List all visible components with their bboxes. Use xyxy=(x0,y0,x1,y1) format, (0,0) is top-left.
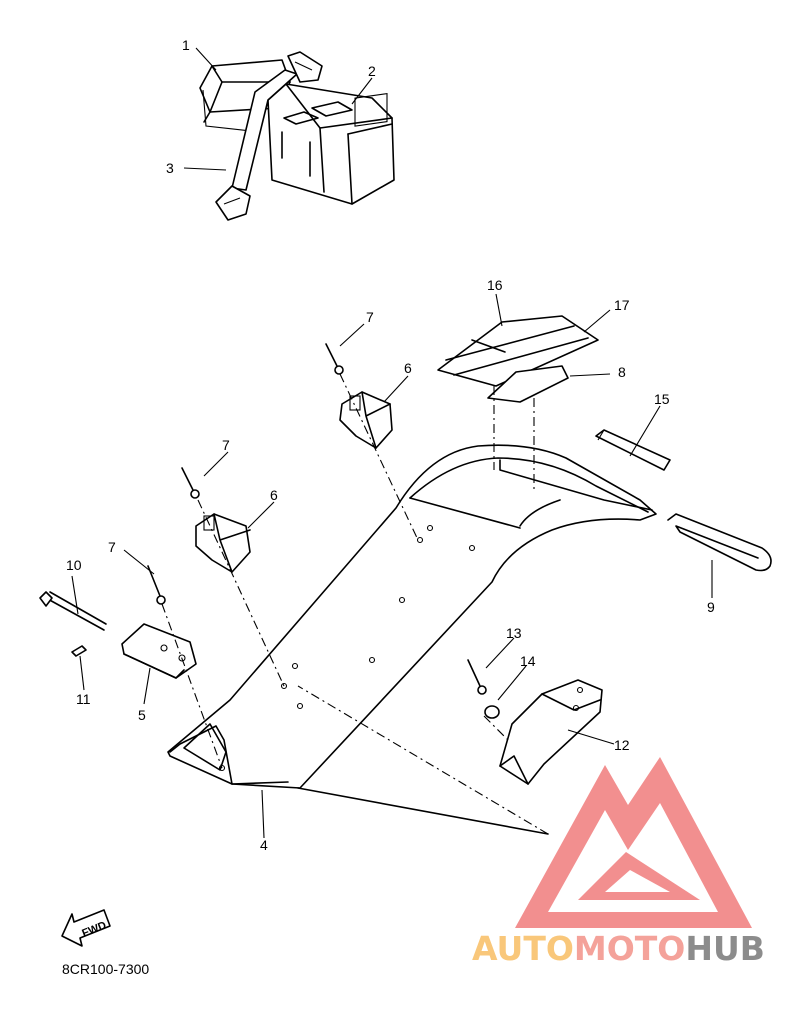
bracket-rear xyxy=(499,679,603,785)
label-part-16: 16 xyxy=(487,277,503,293)
nut-14 xyxy=(484,705,500,719)
diagram-code: 8CR100-7300 xyxy=(62,961,149,977)
bracket-middle xyxy=(195,513,251,573)
pad-part xyxy=(487,365,569,403)
label-part-7-front: 7 xyxy=(108,539,116,555)
label-part-3: 3 xyxy=(166,160,174,176)
rear-fender xyxy=(167,444,657,835)
leader-lines xyxy=(71,47,713,839)
watermark-moto: MOTO xyxy=(574,929,685,968)
label-part-7-upper: 7 xyxy=(366,309,374,325)
label-part-5: 5 xyxy=(138,707,146,723)
label-part-13: 13 xyxy=(506,625,522,641)
watermark-hub: HUB xyxy=(685,929,765,968)
label-part-17: 17 xyxy=(614,297,630,313)
label-part-6-middle: 6 xyxy=(270,487,278,503)
label-part-6-upper: 6 xyxy=(404,360,412,376)
label-part-2: 2 xyxy=(368,63,376,79)
label-part-8: 8 xyxy=(618,364,626,380)
cotter-pin-11 xyxy=(71,645,87,657)
screw-7b xyxy=(181,467,200,499)
label-part-11: 11 xyxy=(76,691,91,707)
label-part-14: 14 xyxy=(520,653,536,669)
label-part-10: 10 xyxy=(66,557,82,573)
seat-bag-assembly xyxy=(199,51,395,221)
screw-7a xyxy=(325,343,344,375)
watermark-auto: AUTO xyxy=(472,929,574,968)
bolt-10 xyxy=(39,591,107,631)
bracket-upper xyxy=(339,391,393,449)
label-part-9: 9 xyxy=(707,599,715,615)
label-part-1: 1 xyxy=(182,37,190,53)
hook-rod xyxy=(667,513,772,572)
assembly-lines xyxy=(161,373,549,835)
decal-sheet xyxy=(437,315,599,387)
watermark-text: AUTOMOTOHUB xyxy=(472,929,765,968)
screw-13 xyxy=(467,659,487,695)
automotohub-logo-icon xyxy=(515,757,752,928)
label-part-15: 15 xyxy=(654,391,670,407)
label-part-12: 12 xyxy=(614,737,630,753)
label-part-4: 4 xyxy=(260,837,268,853)
label-part-7-middle: 7 xyxy=(222,437,230,453)
bracket-front xyxy=(121,623,197,679)
part-number-labels: 1 2 3 4 5 6 6 7 7 7 8 9 10 11 12 13 14 1… xyxy=(66,37,715,853)
fwd-arrow-icon: FWD xyxy=(61,909,111,947)
